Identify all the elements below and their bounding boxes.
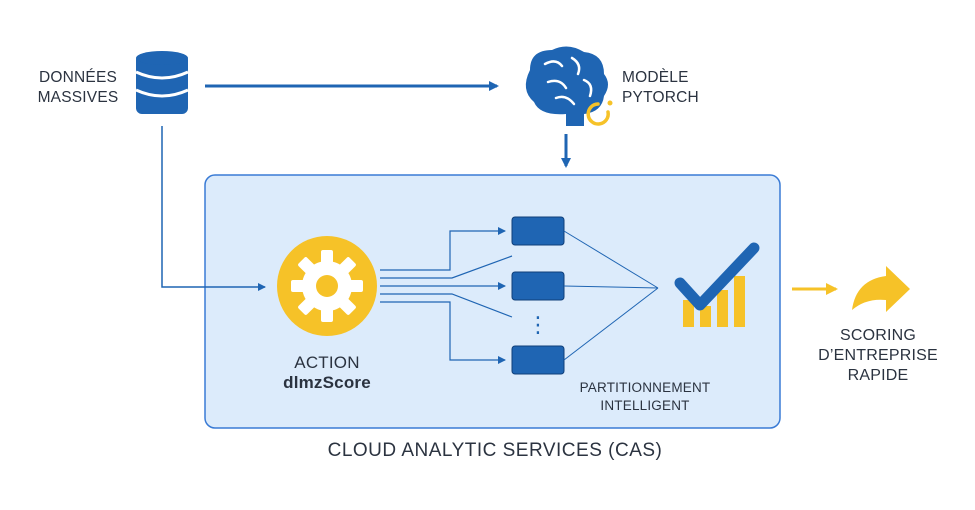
partitioning-label: PARTITIONNEMENT INTELLIGENT <box>579 380 711 413</box>
gear-icon <box>277 236 377 336</box>
model-label: MODÈLE PYTORCH <box>622 69 699 106</box>
database-icon <box>135 51 189 114</box>
partition-ellipsis: ⋮ <box>527 313 549 338</box>
converging-lines <box>563 230 659 361</box>
brain-icon <box>525 46 613 126</box>
checkmark-chart-icon <box>674 242 760 327</box>
cas-title: CLOUD ANALYTIC SERVICES (CAS) <box>327 440 663 461</box>
scoring-label: SCORING D’ENTREPRISE RAPIDE <box>818 327 938 384</box>
fan-out-lines <box>380 227 513 364</box>
partition-box <box>511 271 565 301</box>
cas-panel <box>204 174 781 429</box>
curved-arrow-icon <box>852 266 910 312</box>
arrow-data-to-action <box>161 126 266 291</box>
partition-boxes <box>511 216 565 375</box>
partition-box <box>511 216 565 246</box>
action-label: ACTION dlmzScore <box>283 353 371 392</box>
partition-box <box>511 345 565 375</box>
big-data-label: DONNÉES MASSIVES <box>37 69 119 106</box>
